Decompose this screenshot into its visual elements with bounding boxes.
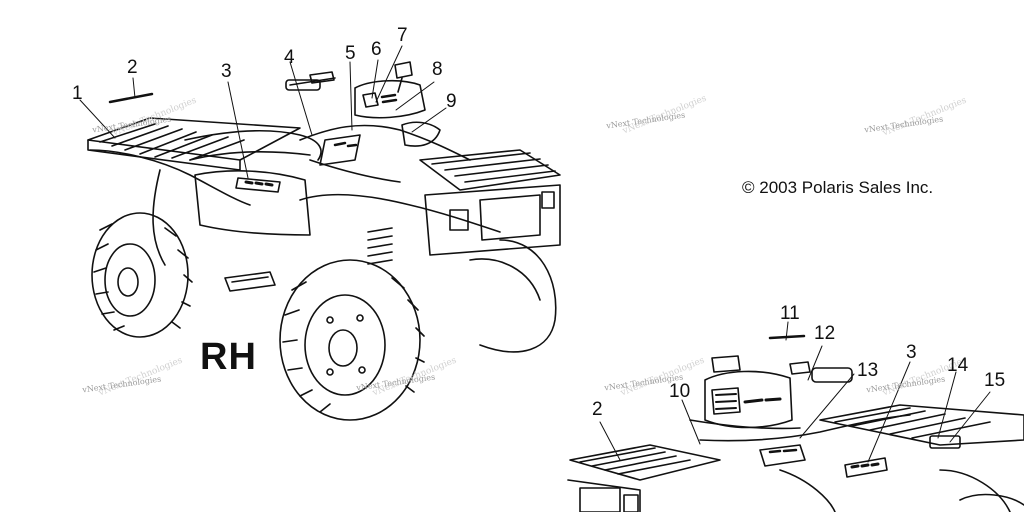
callout-1: 1 xyxy=(72,83,83,104)
callout-14: 14 xyxy=(947,355,969,376)
callout-15: 15 xyxy=(984,370,1006,391)
callout-3-right: 3 xyxy=(906,342,917,363)
callout-13: 13 xyxy=(857,360,879,381)
view-label-rh: RH xyxy=(200,336,257,378)
callout-2-right: 2 xyxy=(592,399,603,420)
copyright-notice: © 2003 Polaris Sales Inc. xyxy=(742,178,934,197)
callout-11: 11 xyxy=(780,303,800,324)
callout-8: 8 xyxy=(432,59,443,80)
callout-12: 12 xyxy=(814,323,836,344)
atv-right-side-view xyxy=(79,45,561,421)
callout-10: 10 xyxy=(669,381,691,402)
callout-7: 7 xyxy=(397,25,408,46)
callout-3: 3 xyxy=(221,61,232,82)
callout-5: 5 xyxy=(345,43,356,64)
callout-2: 2 xyxy=(127,57,138,78)
callout-6: 6 xyxy=(371,39,382,60)
callout-4: 4 xyxy=(284,47,295,68)
atv-left-side-view-partial xyxy=(567,321,1024,512)
callout-9: 9 xyxy=(446,91,457,112)
